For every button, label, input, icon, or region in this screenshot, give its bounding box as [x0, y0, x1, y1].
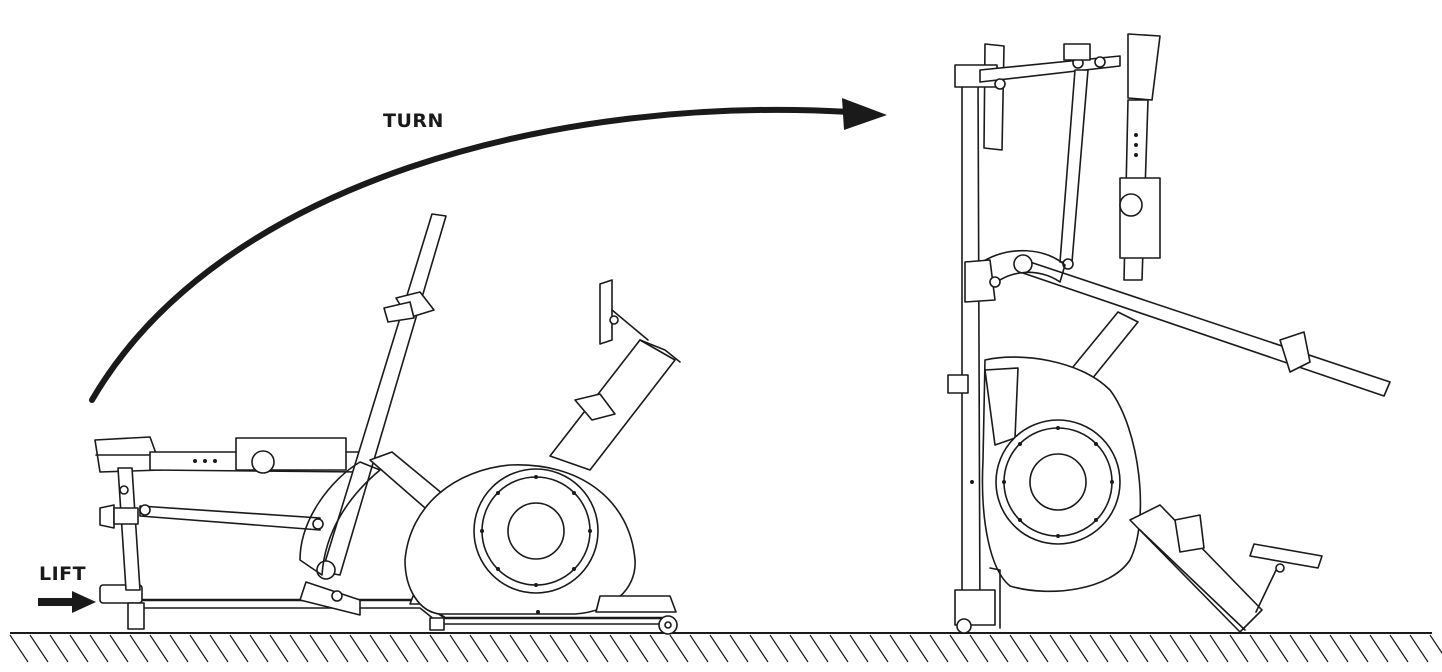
floor-hatch-line — [1329, 634, 1349, 663]
floor-hatch-line — [29, 634, 49, 663]
floor-hatch-line — [749, 634, 769, 663]
floor-hatch-line — [1369, 634, 1389, 663]
floor-hatch-line — [469, 634, 489, 663]
floor-hatch-line — [1389, 634, 1409, 663]
floor-hatch-line — [1429, 634, 1442, 655]
floor-hatch-line — [509, 634, 529, 663]
floor-hatch-line — [1309, 634, 1329, 663]
floor-hatch-line — [129, 634, 149, 663]
floor-hatch-line — [529, 634, 549, 663]
floor-hatch-line — [769, 634, 789, 663]
floor-hatch-line — [1169, 634, 1189, 663]
floor-hatch-line — [229, 634, 249, 663]
machine-upright-position — [947, 33, 1391, 634]
floor-hatch-line — [329, 634, 349, 663]
floor-hatch-line — [1189, 634, 1209, 663]
floor-hatch-line — [1069, 634, 1089, 663]
floor-hatch-line — [249, 634, 269, 663]
floor-hatch-line — [1109, 634, 1129, 663]
floor-hatch-line — [449, 634, 469, 663]
floor-hatch-line — [969, 634, 989, 663]
lift-label: LIFT — [39, 563, 87, 585]
floor-hatch-line — [69, 634, 89, 663]
floor-hatch-line — [889, 634, 909, 663]
floor-hatch-line — [1129, 634, 1149, 663]
floor-hatch-line — [709, 634, 729, 663]
floor-hatch-line — [1249, 634, 1269, 663]
floor-hatch-line — [809, 634, 829, 663]
machine-lying-position — [94, 213, 681, 635]
floor-hatch-line — [869, 634, 889, 663]
floor-hatch-line — [269, 634, 289, 663]
floor-hatch-line — [689, 634, 709, 663]
floor-hatch-line — [49, 634, 69, 663]
floor-hatch-line — [1029, 634, 1049, 663]
floor-hatch-line — [489, 634, 509, 663]
floor-hatch-line — [1149, 634, 1169, 663]
floor-hatch-line — [589, 634, 609, 663]
floor-hatch-line — [1209, 634, 1229, 663]
floor-hatch-line — [729, 634, 749, 663]
floor-hatch-line — [669, 634, 689, 663]
floor-hatch-line — [1349, 634, 1369, 663]
floor-hatch-line — [649, 634, 669, 663]
floor-hatch-line — [109, 634, 129, 663]
floor-hatch-line — [789, 634, 809, 663]
floor-hatch-line — [629, 634, 649, 663]
floor-hatch-line — [349, 634, 369, 663]
floor-hatch-line — [1009, 634, 1029, 663]
floor-hatch-line — [609, 634, 629, 663]
floor-hatch-line — [309, 634, 329, 663]
floor-hatch-line — [909, 634, 929, 663]
floor-hatch-line — [9, 634, 29, 663]
floor-hatch-line — [1269, 634, 1289, 663]
floor-hatch-line — [209, 634, 229, 663]
floor-hatch-line — [1409, 634, 1429, 663]
floor-hatch-line — [429, 634, 449, 663]
floor-hatch-line — [829, 634, 849, 663]
floor-hatch-line — [169, 634, 189, 663]
floor-hatch-line — [389, 634, 409, 663]
floor-hatch-line — [1289, 634, 1309, 663]
floor — [9, 632, 1442, 663]
floor-hatch-line — [929, 634, 949, 663]
floor-hatch-line — [369, 634, 389, 663]
floor-hatch-line — [1229, 634, 1249, 663]
floor-hatch-line — [149, 634, 169, 663]
floor-hatch-line — [1049, 634, 1069, 663]
floor-hatch-line — [1089, 634, 1109, 663]
floor-hatch-line — [849, 634, 869, 663]
curved-turn-arrow-icon — [89, 98, 887, 403]
floor-hatch-line — [949, 634, 969, 663]
turn-label: TURN — [383, 110, 444, 132]
floor-hatch-line — [289, 634, 309, 663]
lift-arrow-icon — [38, 591, 96, 613]
floor-hatch-line — [549, 634, 569, 663]
floor-hatch-line — [89, 634, 109, 663]
floor-hatch-line — [569, 634, 589, 663]
floor-hatch-line — [409, 634, 429, 663]
floor-hatch-line — [189, 634, 209, 663]
floor-hatch-line — [989, 634, 1009, 663]
